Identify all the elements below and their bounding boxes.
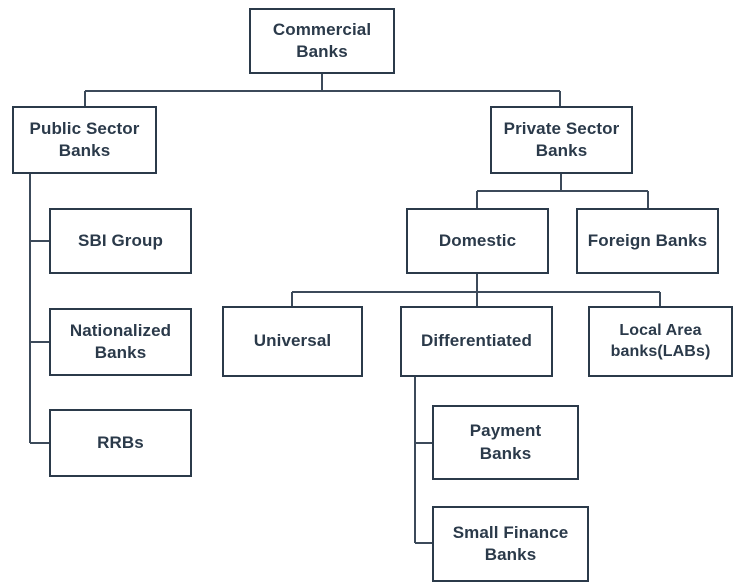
node-local-area-banks[interactable]: Local Area banks(LABs): [588, 306, 733, 377]
node-label: Commercial Banks: [272, 19, 372, 61]
edge-private-to-children: [476, 174, 649, 208]
node-label: Differentiated: [421, 331, 532, 351]
node-domestic[interactable]: Domestic: [406, 208, 549, 274]
node-universal[interactable]: Universal: [222, 306, 363, 377]
node-commercial-banks[interactable]: Commercial Banks: [249, 8, 395, 74]
edge-differentiated-spine: [414, 377, 432, 544]
node-label: Private Sector Banks: [503, 118, 620, 160]
node-nationalized-banks[interactable]: Nationalized Banks: [49, 308, 192, 376]
edge-commercial-to-sectors: [84, 74, 561, 106]
node-differentiated[interactable]: Differentiated: [400, 306, 553, 377]
node-payment-banks[interactable]: Payment Banks: [432, 405, 579, 480]
node-small-finance-banks[interactable]: Small Finance Banks: [432, 506, 589, 582]
edge-domestic-to-children: [291, 274, 661, 306]
node-private-sector-banks[interactable]: Private Sector Banks: [490, 106, 633, 174]
node-label: SBI Group: [78, 230, 163, 250]
node-label: RRBs: [97, 432, 144, 452]
node-label: Public Sector Banks: [29, 118, 140, 160]
node-label: Foreign Banks: [587, 230, 708, 250]
node-foreign-banks[interactable]: Foreign Banks: [576, 208, 719, 274]
edge-public-spine: [29, 174, 49, 444]
node-rrbs[interactable]: RRBs: [49, 409, 192, 477]
node-label: Local Area banks(LABs): [610, 321, 711, 360]
node-public-sector-banks[interactable]: Public Sector Banks: [12, 106, 157, 174]
node-label: Payment Banks: [469, 421, 542, 463]
node-label: Domestic: [438, 230, 517, 250]
node-label: Small Finance Banks: [452, 522, 569, 564]
node-label: Universal: [253, 331, 332, 351]
node-label: Nationalized Banks: [69, 320, 172, 362]
node-sbi-group[interactable]: SBI Group: [49, 208, 192, 274]
